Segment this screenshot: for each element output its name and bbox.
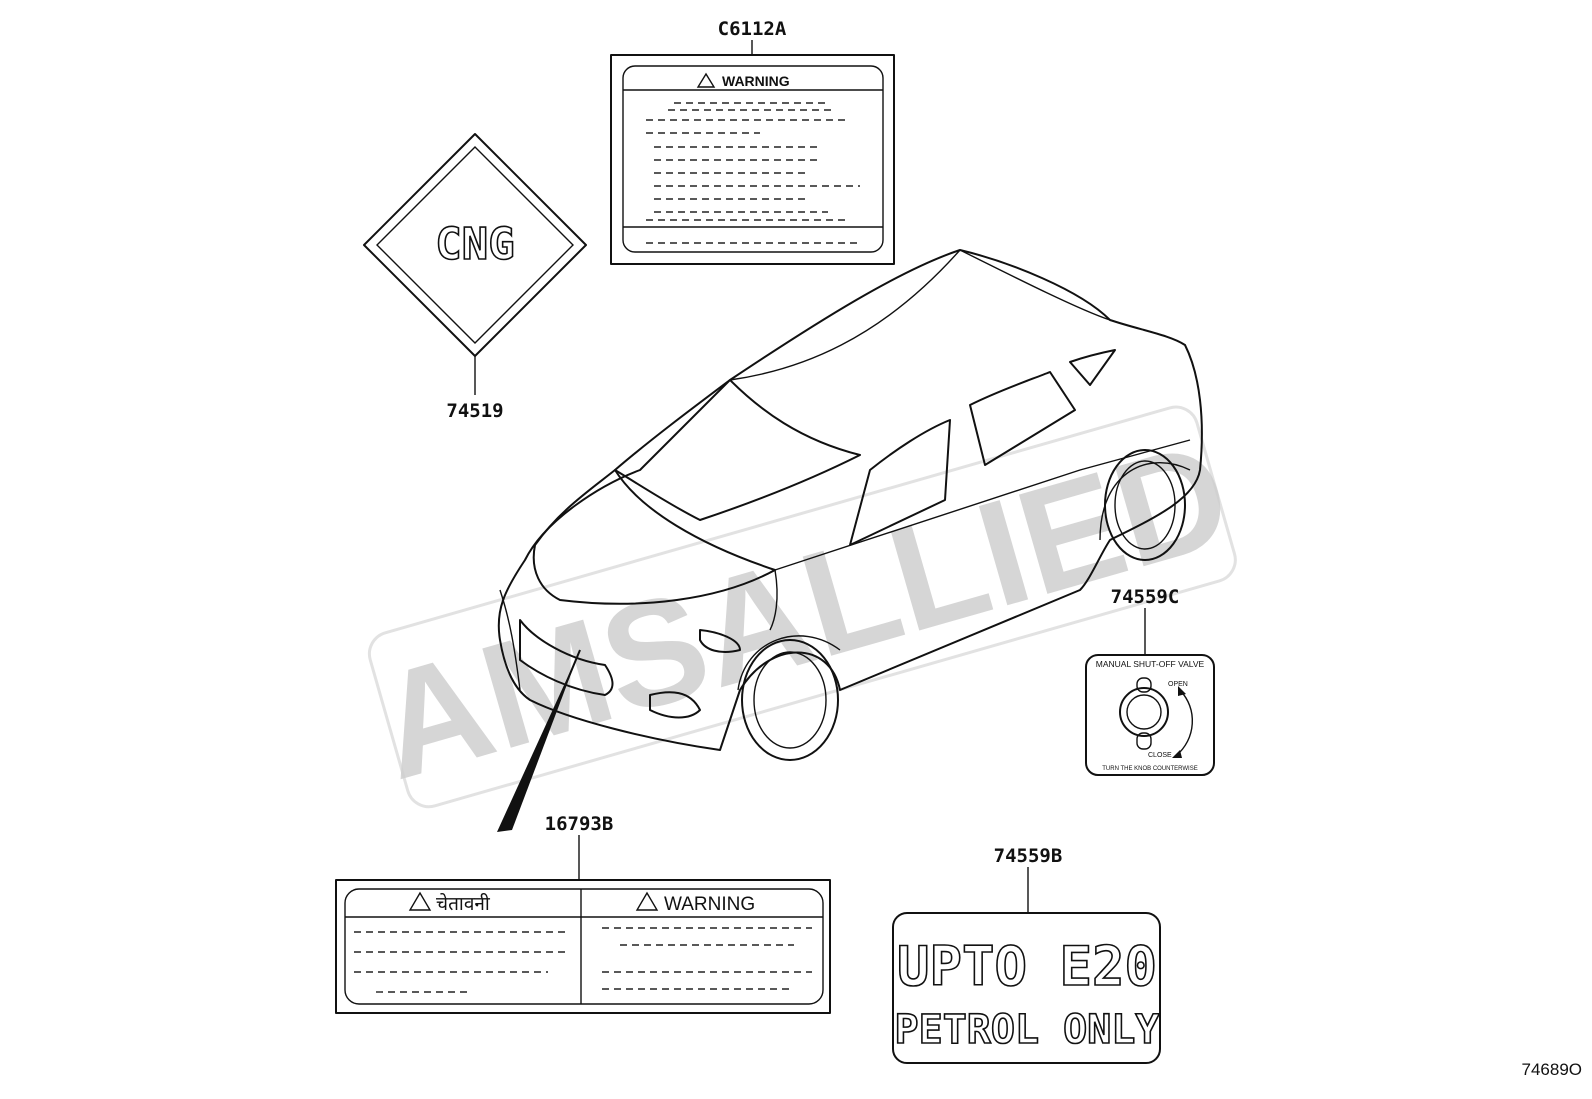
warning-title: WARNING bbox=[722, 73, 790, 89]
english-warning-title: WARNING bbox=[664, 894, 755, 915]
car-outline bbox=[497, 249, 1203, 761]
warning-triangle-icon bbox=[408, 891, 432, 911]
cng-text: CNG bbox=[435, 219, 514, 270]
cng-sticker: CNG 74519 bbox=[363, 133, 587, 422]
rotate-arrow-icon bbox=[1175, 689, 1193, 757]
warning-sticker: C6112A WARNING bbox=[610, 18, 895, 265]
hindi-warning-title: चेतावनी bbox=[436, 892, 491, 915]
valve-close-label: CLOSE bbox=[1148, 752, 1172, 759]
cng-callout: 74519 bbox=[446, 400, 503, 422]
fuel-sticker: 74559B UPTO E20 PETROL ONLY bbox=[892, 845, 1161, 1064]
reference-code: 74689O bbox=[1522, 1060, 1583, 1079]
fuel-line-2: PETROL ONLY bbox=[895, 1007, 1160, 1053]
fuel-callout: 74559B bbox=[994, 845, 1063, 867]
warning-triangle-icon bbox=[696, 72, 716, 88]
bilingual-body-lines bbox=[354, 927, 812, 993]
valve-sticker: 74559C MANUAL SHUT-OFF VALVE OPEN CLOSE … bbox=[1085, 586, 1215, 776]
bumper-leader bbox=[497, 649, 581, 832]
bilingual-sticker: 16793B चेतावनी WARNING bbox=[335, 813, 831, 1014]
valve-footer: TURN THE KNOB COUNTERWISE bbox=[1102, 766, 1197, 772]
warning-callout: C6112A bbox=[718, 18, 787, 40]
valve-callout: 74559C bbox=[1111, 586, 1180, 608]
bumper-callout: 16793B bbox=[545, 813, 614, 835]
warning-triangle-icon bbox=[635, 891, 659, 911]
fuel-line-1: UPTO E20 bbox=[897, 935, 1157, 998]
valve-title: MANUAL SHUT-OFF VALVE bbox=[1096, 659, 1205, 669]
valve-knob-icon bbox=[1119, 687, 1169, 737]
warning-body-lines bbox=[646, 102, 860, 244]
valve-open-label: OPEN bbox=[1168, 681, 1188, 688]
